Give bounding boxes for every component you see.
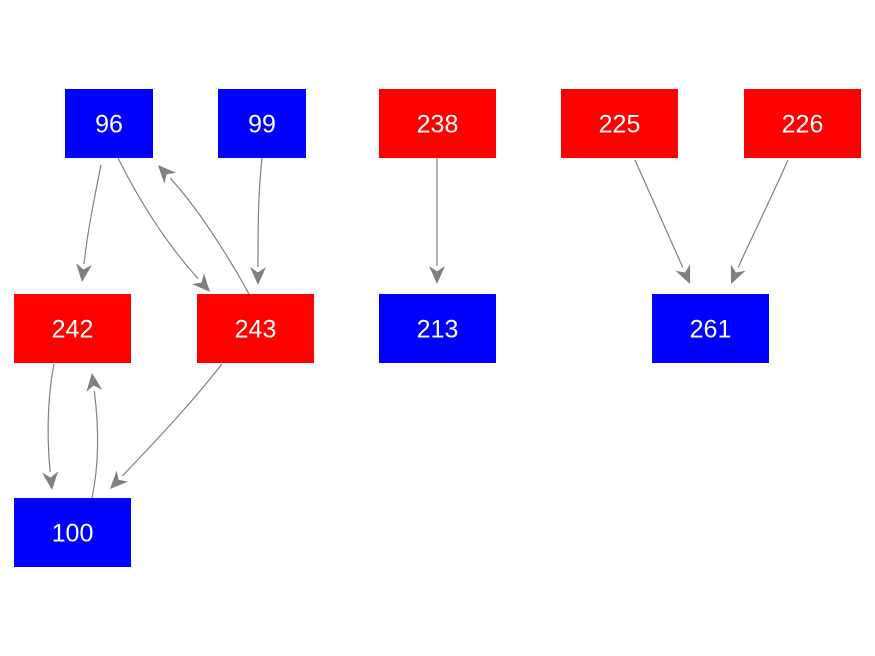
node-label: 225 xyxy=(599,111,641,139)
edge-line xyxy=(83,164,102,265)
node-label: 99 xyxy=(248,111,276,139)
node-box xyxy=(744,89,861,158)
edge-238-to-213 xyxy=(429,158,445,284)
edge-99-to-243 xyxy=(250,157,266,285)
node-label: 261 xyxy=(690,316,732,344)
node-label: 238 xyxy=(417,111,459,139)
node-100: 100 xyxy=(14,498,131,567)
node-box xyxy=(14,498,131,567)
edge-96-to-242 xyxy=(76,164,102,282)
node-box xyxy=(379,294,496,363)
arrowhead-icon xyxy=(192,273,210,292)
edge-242-to-100 xyxy=(42,363,59,490)
arrowhead-icon xyxy=(110,470,129,489)
edge-line xyxy=(169,177,250,295)
edge-line xyxy=(737,159,789,268)
edge-line xyxy=(634,159,684,268)
node-242: 242 xyxy=(14,294,131,363)
edge-line xyxy=(117,157,199,280)
edge-line xyxy=(121,363,223,477)
node-label: 226 xyxy=(782,111,824,139)
edge-225-to-261 xyxy=(634,159,691,284)
edge-line xyxy=(257,157,263,268)
arrowhead-icon xyxy=(730,264,746,284)
node-box xyxy=(379,89,496,158)
edge-96-to-243 xyxy=(117,157,210,292)
node-box xyxy=(14,294,131,363)
node-238: 238 xyxy=(379,89,496,158)
node-96: 96 xyxy=(65,89,153,158)
node-label: 243 xyxy=(235,316,277,344)
edges-layer xyxy=(42,157,789,499)
arrowhead-icon xyxy=(250,267,266,285)
node-box xyxy=(561,89,678,158)
arrowhead-icon xyxy=(86,373,103,392)
edge-line xyxy=(91,390,99,499)
edge-226-to-261 xyxy=(730,159,789,284)
node-label: 96 xyxy=(95,111,123,139)
arrowhead-icon xyxy=(76,263,92,282)
edge-100-to-242 xyxy=(86,373,103,499)
node-213: 213 xyxy=(379,294,496,363)
node-label: 100 xyxy=(52,520,94,548)
node-226: 226 xyxy=(744,89,861,158)
arrowhead-icon xyxy=(675,264,691,284)
node-box xyxy=(652,294,769,363)
arrowhead-icon xyxy=(42,471,59,490)
node-99: 99 xyxy=(218,89,306,158)
node-225: 225 xyxy=(561,89,678,158)
node-243: 243 xyxy=(197,294,314,363)
edge-line xyxy=(47,363,55,473)
arrowhead-icon xyxy=(429,266,445,284)
node-box xyxy=(197,294,314,363)
node-box xyxy=(65,89,153,158)
node-261: 261 xyxy=(652,294,769,363)
edge-243-to-100 xyxy=(110,363,223,489)
nodes-layer: 96 99 238 225 226 242 243 213 261 100 xyxy=(14,89,861,567)
node-label: 242 xyxy=(52,316,94,344)
node-box xyxy=(218,89,306,158)
arrowhead-icon xyxy=(158,165,177,184)
edge-243-to-96 xyxy=(158,165,250,295)
node-label: 213 xyxy=(417,316,459,344)
